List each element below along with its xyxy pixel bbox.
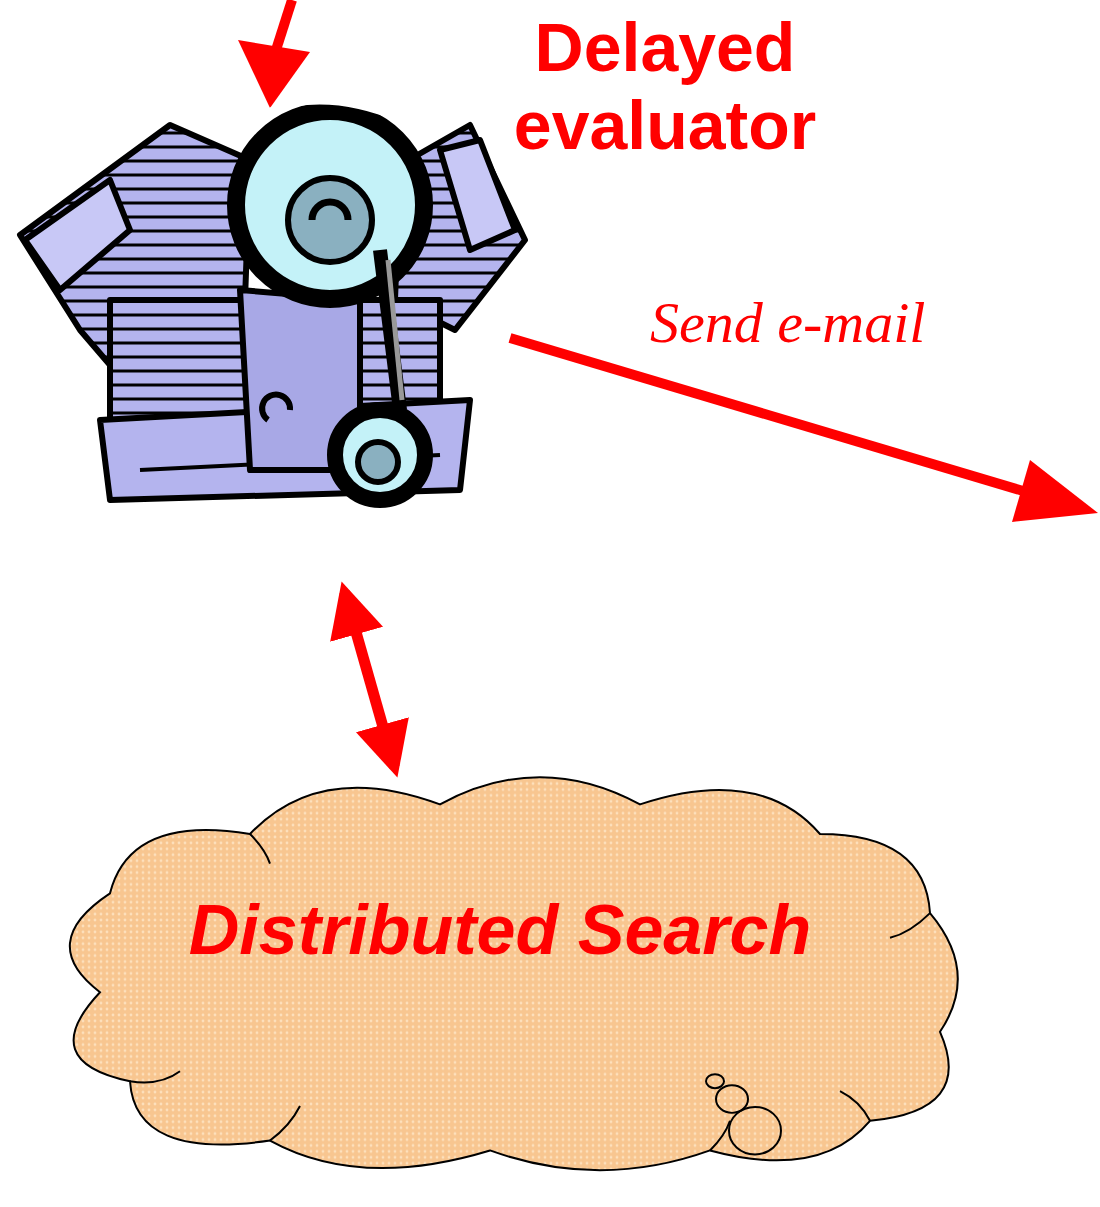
cloud-node: Distributed Search xyxy=(20,745,980,1190)
arrow-head xyxy=(238,40,310,108)
arrow-label: Send e-mail xyxy=(650,288,925,358)
outgoing-arrow xyxy=(510,338,1040,496)
cloud-label: Distributed Search xyxy=(20,890,980,970)
engine-illustration xyxy=(20,102,525,505)
incoming-arrow xyxy=(276,0,292,50)
arrow-head xyxy=(1012,460,1098,522)
double-arrow xyxy=(345,592,395,767)
node-heading: Delayed evaluator xyxy=(455,8,875,164)
engine-node: Delayed evaluator xyxy=(15,110,530,580)
